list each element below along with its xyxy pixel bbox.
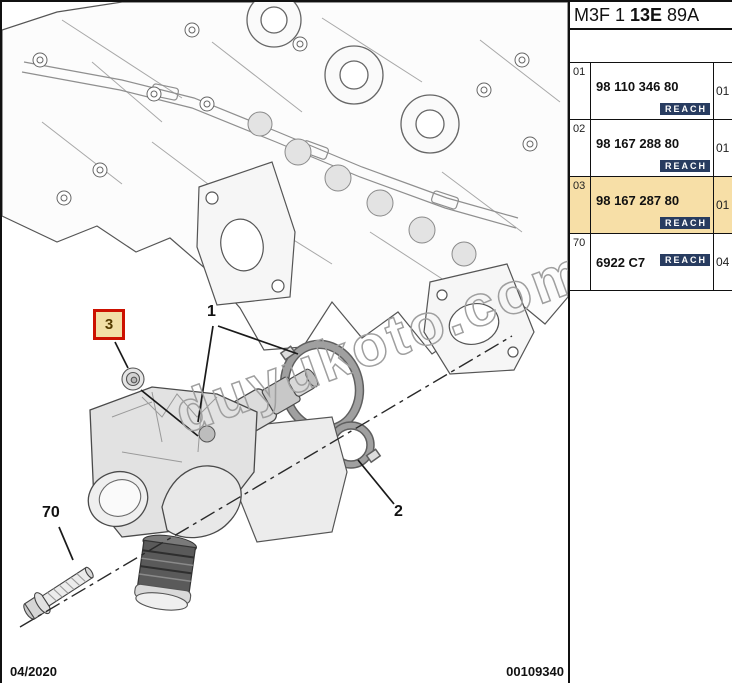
callout-3-label: 3 xyxy=(104,316,114,333)
part-ref: 03 xyxy=(570,177,591,233)
callout-1-label[interactable]: 1 xyxy=(207,303,216,320)
bolt-item70-drawing xyxy=(23,566,94,620)
part-number[interactable]: 98 167 288 80 xyxy=(596,136,680,151)
model-code-bold: 13E xyxy=(630,4,663,25)
table-row-selected[interactable]: 03 98 167 287 80 REACH 01 xyxy=(570,177,732,234)
table-row[interactable]: 70 6922 C7 REACH 04 xyxy=(570,234,732,291)
part-qty: 01 xyxy=(713,177,732,233)
parts-table: 01 98 110 346 80 REACH 01 02 98 167 288 … xyxy=(570,62,732,291)
reach-badge[interactable]: REACH xyxy=(659,217,710,229)
footer-figure-number: 00109340 xyxy=(506,664,564,679)
engine-diagram: duyukoto.com xyxy=(2,2,568,628)
part-qty: 01 xyxy=(713,63,732,119)
table-row[interactable]: 01 98 110 346 80 REACH 01 xyxy=(570,63,732,120)
part-ref: 01 xyxy=(570,63,591,119)
assembly-axis-line xyxy=(19,335,513,628)
table-spacer xyxy=(570,30,732,62)
callout-70-label[interactable]: 70 xyxy=(42,504,60,521)
part-cell: 98 167 288 80 REACH xyxy=(591,120,713,176)
reach-badge[interactable]: REACH xyxy=(659,254,710,266)
part-number[interactable]: 6922 C7 xyxy=(596,255,646,270)
part-number[interactable]: 98 167 287 80 xyxy=(596,193,680,208)
footer-date: 04/2020 xyxy=(10,664,57,679)
reach-badge[interactable]: REACH xyxy=(659,103,710,115)
reach-badge[interactable]: REACH xyxy=(659,160,710,172)
callout-2-label[interactable]: 2 xyxy=(394,503,403,520)
part-ref: 02 xyxy=(570,120,591,176)
part-number[interactable]: 98 110 346 80 xyxy=(596,79,679,94)
part-ref: 70 xyxy=(570,234,591,290)
model-code-suffix: 89A xyxy=(667,4,700,25)
thermostat-mount-flange xyxy=(423,263,535,375)
part-qty: 01 xyxy=(713,120,732,176)
front-flange xyxy=(196,161,296,306)
callout-3-selected-box[interactable]: 3 xyxy=(93,309,125,340)
part-cell: 98 110 346 80 REACH xyxy=(591,63,713,119)
part-qty: 04 xyxy=(713,234,732,290)
callout-leader-lines xyxy=(58,325,395,561)
screw-item3-drawing xyxy=(121,367,145,391)
model-code-prefix: M3F 1 xyxy=(574,4,626,25)
exploded-view-panel: duyukoto.com 3 1 2 70 04/2020 00109340 xyxy=(0,0,570,683)
thermostat-housing-drawing xyxy=(87,368,348,611)
cylinder-head-drawing xyxy=(2,2,568,364)
table-row[interactable]: 02 98 167 288 80 REACH 01 xyxy=(570,120,732,177)
part-cell: 6922 C7 REACH xyxy=(591,234,713,290)
part-cell: 98 167 287 80 REACH xyxy=(591,177,713,233)
